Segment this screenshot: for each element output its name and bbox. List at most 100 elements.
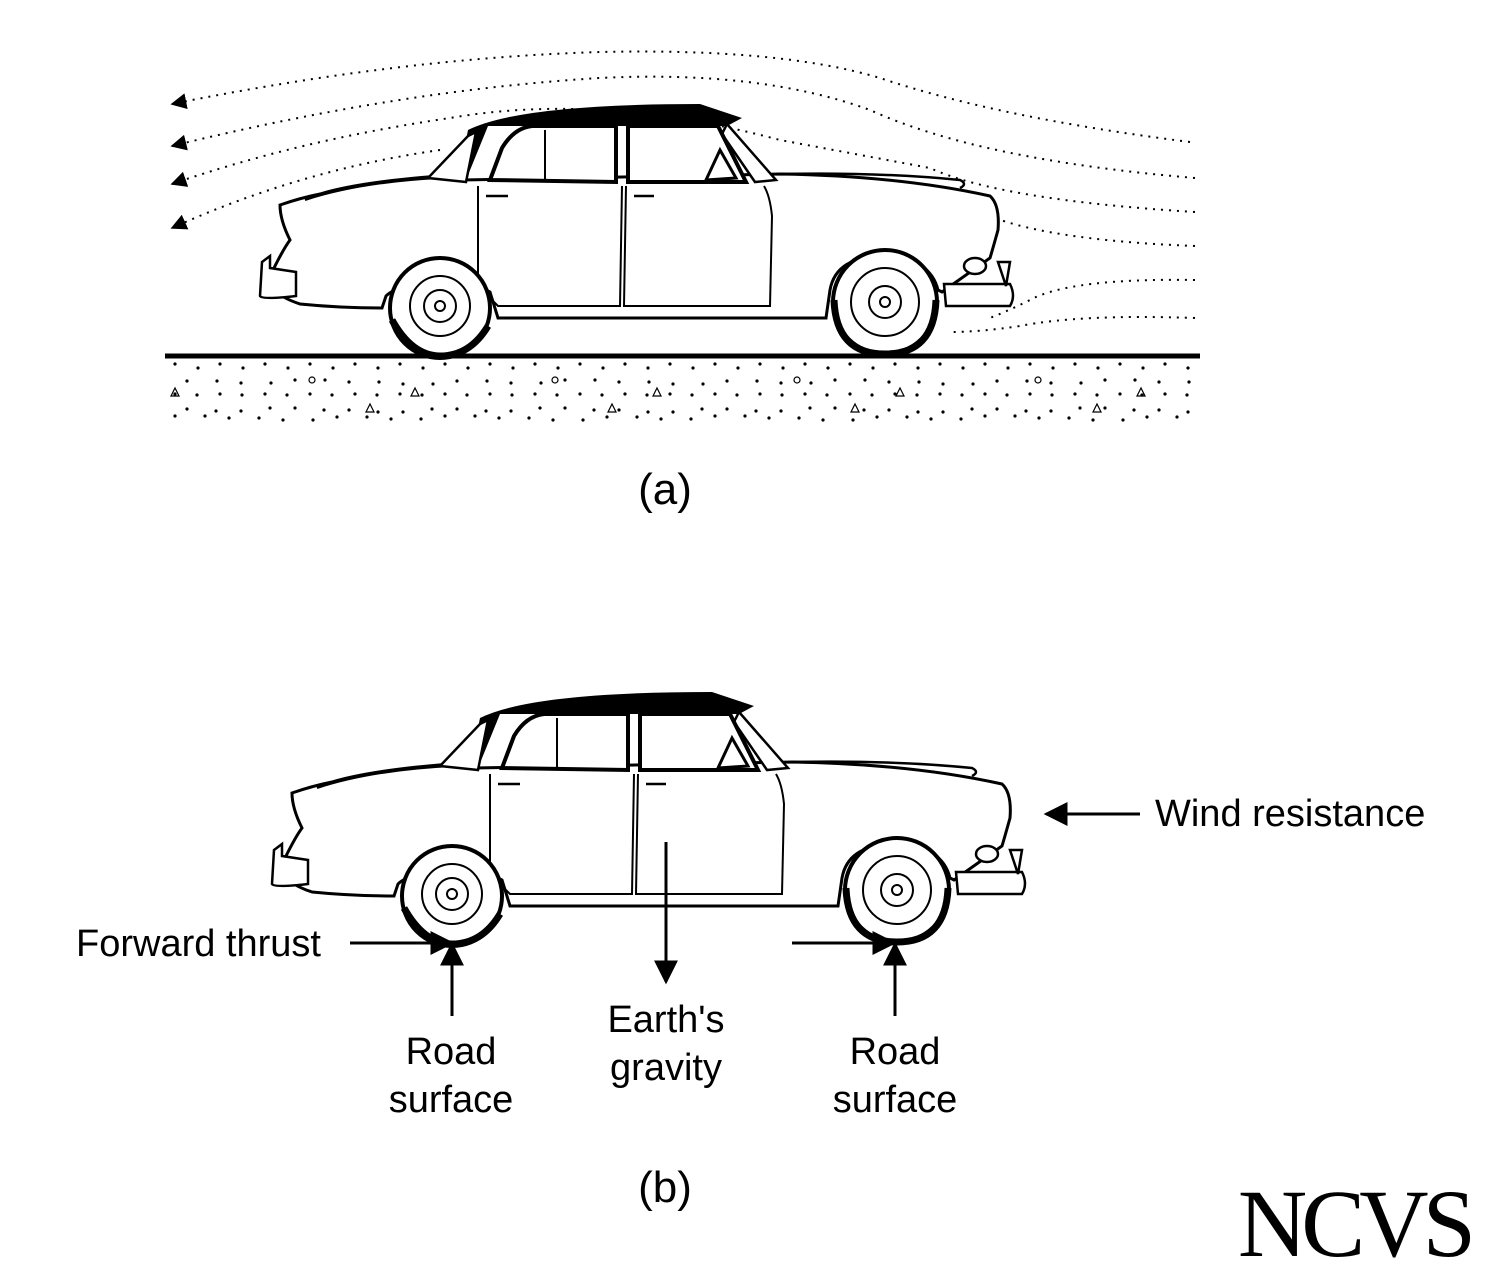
gravel-dot <box>488 392 492 396</box>
gravel-dot <box>1186 410 1190 414</box>
gravel-dot <box>376 366 380 370</box>
gravel-dot <box>995 379 999 383</box>
gravel-dot <box>668 392 672 396</box>
gravel-dot <box>347 380 351 384</box>
gravel-dot <box>803 362 807 366</box>
gravel-dot <box>1049 381 1053 385</box>
gravel-dot <box>421 366 425 370</box>
gravel-dot <box>713 414 717 418</box>
gravel-dot <box>431 382 435 386</box>
gravel-dot <box>401 382 405 386</box>
gravel-stone <box>652 386 662 397</box>
gravel-dot <box>929 417 933 421</box>
gravel-dot <box>1037 416 1041 420</box>
gravel-dot <box>1185 393 1189 397</box>
gravel-dot <box>623 362 627 366</box>
gravel-dot <box>1096 366 1100 370</box>
gravel-dot <box>916 366 920 370</box>
gravel-dot <box>331 366 335 370</box>
gravel-dot <box>293 378 297 382</box>
gravel-dot <box>511 366 515 370</box>
gravel-dot <box>671 410 675 414</box>
gravel-dot <box>443 392 447 396</box>
panel-a: (a) <box>165 50 1200 514</box>
gravel-dot <box>533 362 537 366</box>
gravel-dot <box>917 380 921 384</box>
gravel-dot <box>797 416 801 420</box>
gravel-dot <box>241 366 245 370</box>
gravel-dot <box>808 406 812 410</box>
gravel-dot <box>581 418 585 422</box>
gravel-dot <box>754 409 758 413</box>
gravel-dot <box>915 393 919 397</box>
gravel-dot <box>398 392 402 396</box>
gravel-dot <box>848 362 852 366</box>
gravel-dot <box>758 392 762 396</box>
gravel-dot <box>308 362 312 366</box>
gravel-dot <box>1118 362 1122 366</box>
gravel-dot <box>887 380 891 384</box>
gravel-dot <box>1013 414 1017 418</box>
gravel-dot <box>1073 362 1077 366</box>
gravel-dot <box>1103 378 1107 382</box>
gravel-dot <box>1163 362 1167 366</box>
gravel-dot <box>1187 380 1191 384</box>
gravel-dot <box>218 362 222 366</box>
gravel-dot <box>1028 362 1032 366</box>
gravel-dot <box>269 381 273 385</box>
gravity-label-line2: gravity <box>610 1047 722 1089</box>
gravel-dot <box>1006 366 1010 370</box>
gravel-dot <box>995 407 999 411</box>
gravel-dot <box>735 393 739 397</box>
gravity-label-line1: Earth's <box>607 999 724 1041</box>
gravel-dot <box>961 366 965 370</box>
gravel-dot <box>240 393 244 397</box>
gravel-dot <box>983 392 987 396</box>
gravel-dot <box>779 381 783 385</box>
gravel-dot <box>605 415 609 419</box>
gravel-dot <box>377 380 381 384</box>
gravel-dot <box>1132 408 1136 412</box>
gravel-dot <box>330 393 334 397</box>
gravel-dot <box>533 392 537 396</box>
gravel-dot <box>938 392 942 396</box>
gravel-dot <box>779 409 783 413</box>
gravel-dot <box>375 393 379 397</box>
gravel-dot <box>365 415 369 419</box>
gravel-dot <box>781 366 785 370</box>
gravel-dot <box>563 378 567 382</box>
gravel-dot <box>647 380 651 384</box>
airflow-streamlines <box>170 50 1196 333</box>
gravel-dot <box>311 418 315 422</box>
car-illustration <box>260 104 1013 358</box>
gravel-dot <box>215 379 219 383</box>
gravel-dot <box>1024 409 1028 413</box>
gravel-dot <box>1079 381 1083 385</box>
gravel-dot <box>322 408 326 412</box>
gravel-dot <box>263 392 267 396</box>
gravel-dot <box>862 408 866 412</box>
gravel-dot <box>485 379 489 383</box>
panel-b: Wind resistance Forward thrust Road surf… <box>76 692 1425 1212</box>
gravel-dot <box>713 362 717 366</box>
road-surface-left-label-line1: Road <box>406 1031 497 1073</box>
gravel-stone <box>1092 402 1102 413</box>
gravel-dot <box>286 366 290 370</box>
gravel-dot <box>870 393 874 397</box>
gravel-dot <box>623 392 627 396</box>
gravel-dot <box>173 414 177 418</box>
gravel-dot <box>983 414 987 418</box>
gravel-dot <box>389 417 393 421</box>
gravel-dot <box>578 362 582 366</box>
gravel-stone <box>410 386 420 397</box>
gravel-dot <box>780 393 784 397</box>
gravel-stone <box>850 402 860 413</box>
gravel-dot <box>736 366 740 370</box>
gravel-dot <box>1141 366 1145 370</box>
gravel-dot <box>671 382 675 386</box>
gravel-dot <box>893 362 897 366</box>
gravel-dot <box>185 379 189 383</box>
gravel-dot <box>600 393 604 397</box>
gravel-stone <box>607 402 617 413</box>
gravel-dot <box>725 379 729 383</box>
